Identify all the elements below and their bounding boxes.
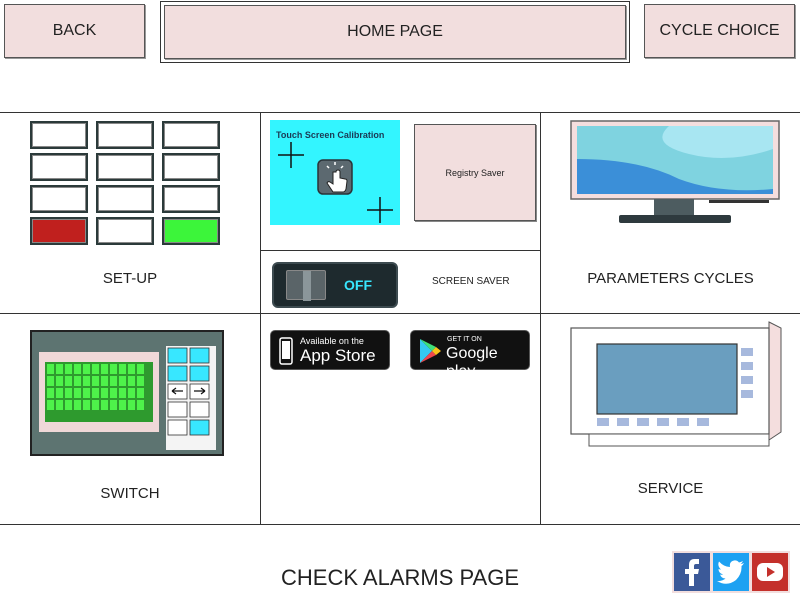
divider <box>260 250 540 251</box>
setup-cell[interactable] <box>30 121 88 149</box>
touch-calibration-button[interactable]: Touch Screen Calibration <box>270 120 400 225</box>
setup-cell[interactable] <box>96 185 154 213</box>
toggle-state-label: OFF <box>344 277 372 293</box>
screen-saver-toggle[interactable]: OFF <box>272 262 398 308</box>
back-button[interactable]: BACK <box>4 4 145 58</box>
setup-cell[interactable] <box>30 185 88 213</box>
registry-saver-button[interactable]: Registry Saver <box>414 124 536 221</box>
setup-tile[interactable]: SET-UP <box>0 113 260 313</box>
google-play-badge[interactable]: GET IT ON Google play <box>410 330 530 380</box>
service-tile[interactable]: SERVICE <box>541 314 800 524</box>
home-page-button[interactable]: HOME PAGE <box>164 5 626 59</box>
hmi-panel-icon <box>30 330 224 456</box>
setup-cell-green[interactable] <box>162 217 220 245</box>
twitter-icon[interactable] <box>713 553 749 591</box>
divider <box>0 112 800 113</box>
facebook-icon[interactable] <box>674 553 710 591</box>
setup-cell[interactable] <box>30 153 88 181</box>
screen-saver-label: SCREEN SAVER <box>432 276 510 287</box>
google-play-icon <box>420 339 441 363</box>
app-store-small-text: Available on the <box>300 336 364 346</box>
setup-cell[interactable] <box>162 185 220 213</box>
app-store-big-text: App Store <box>300 346 376 365</box>
switch-label: SWITCH <box>100 485 160 502</box>
divider <box>0 313 800 314</box>
setup-label: SET-UP <box>102 270 158 287</box>
setup-cell-red[interactable] <box>30 217 88 245</box>
setup-cell[interactable] <box>96 217 154 245</box>
panel-device-icon <box>570 321 782 447</box>
setup-cell[interactable] <box>162 153 220 181</box>
check-alarms-button[interactable]: CHECK ALARMS PAGE <box>281 565 519 590</box>
setup-cell[interactable] <box>96 121 154 149</box>
crosshair-icon <box>278 142 304 168</box>
google-play-big-text: Google play <box>446 345 498 380</box>
google-play-small-text: GET IT ON <box>447 336 482 343</box>
touch-calibration-title: Touch Screen Calibration <box>276 130 385 140</box>
monitor-icon <box>570 120 780 223</box>
divider <box>0 524 800 525</box>
switch-tile[interactable]: SWITCH <box>0 314 260 524</box>
parameters-cycles-tile[interactable]: PARAMETERS CYCLES <box>541 113 800 313</box>
divider <box>260 112 261 524</box>
service-label: SERVICE <box>637 480 704 497</box>
touch-hand-icon <box>317 159 353 195</box>
phone-icon <box>279 337 293 365</box>
setup-cell[interactable] <box>96 153 154 181</box>
cycle-choice-button[interactable]: CYCLE CHOICE <box>644 4 795 58</box>
app-store-badge[interactable]: Available on the App Store <box>270 330 390 370</box>
toggle-knob <box>286 270 326 301</box>
divider <box>540 112 541 524</box>
setup-cell[interactable] <box>162 121 220 149</box>
youtube-icon[interactable] <box>752 553 788 591</box>
parameters-cycles-label: PARAMETERS CYCLES <box>587 270 754 287</box>
crosshair-icon <box>367 197 393 223</box>
home-page-frame: HOME PAGE <box>160 1 630 63</box>
social-bar <box>672 551 790 593</box>
